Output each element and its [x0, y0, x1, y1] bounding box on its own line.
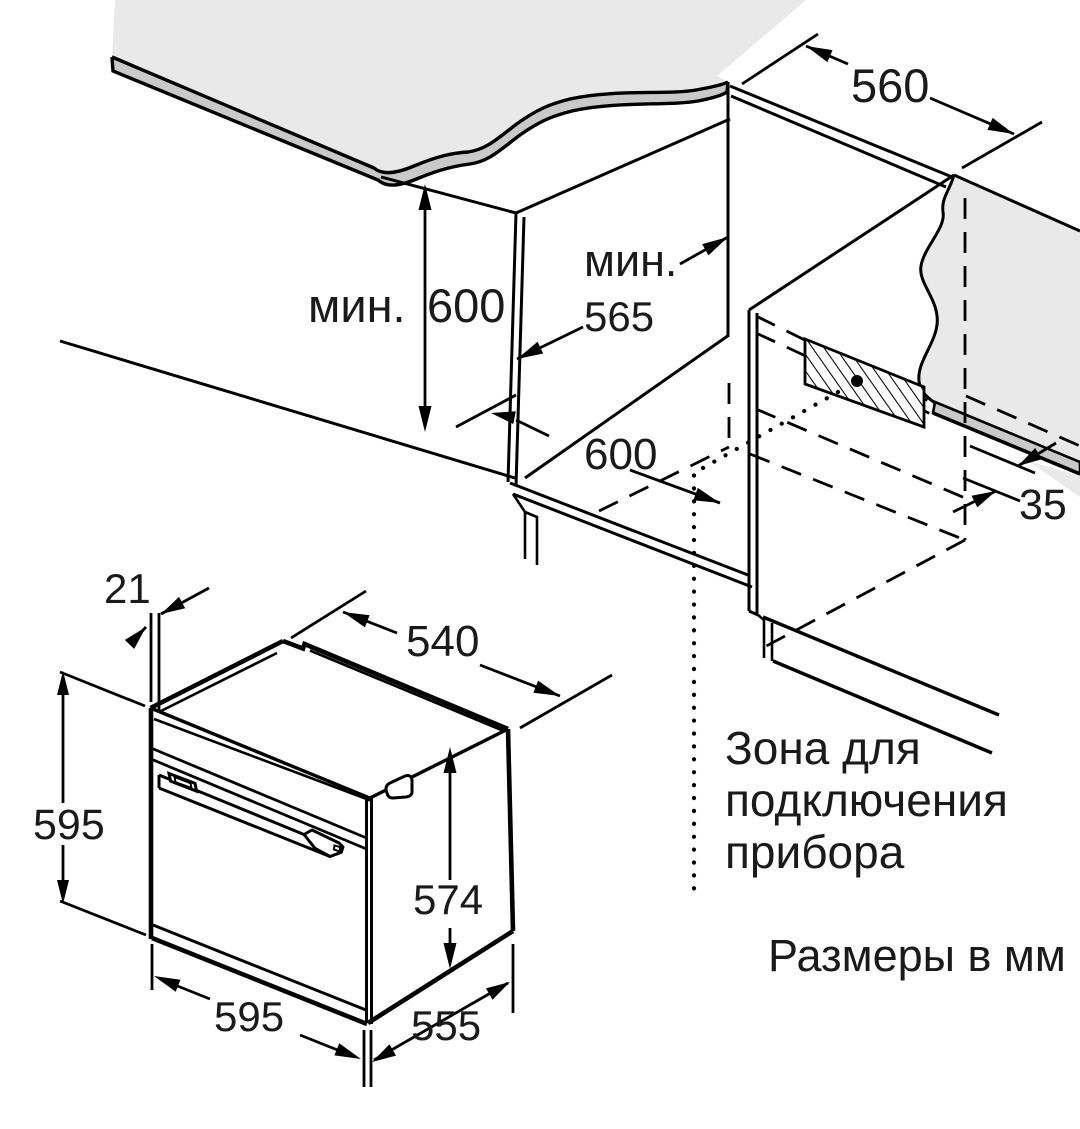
svg-text:21: 21 [104, 565, 151, 612]
svg-text:Зона для: Зона для [725, 722, 921, 774]
svg-text:мин.: мин. [308, 279, 406, 332]
svg-text:565: 565 [584, 293, 654, 340]
svg-text:600: 600 [427, 279, 505, 332]
svg-text:560: 560 [851, 59, 929, 112]
svg-text:555: 555 [411, 1002, 481, 1049]
svg-text:мин.: мин. [584, 235, 677, 286]
svg-text:подключения: подключения [725, 774, 1008, 826]
svg-text:Размеры в мм: Размеры в мм [768, 930, 1066, 981]
svg-text:595: 595 [33, 801, 105, 849]
svg-text:595: 595 [214, 993, 284, 1040]
svg-text:540: 540 [406, 617, 479, 666]
svg-text:35: 35 [1019, 481, 1067, 529]
svg-text:прибора: прибора [725, 826, 905, 878]
svg-text:574: 574 [413, 876, 483, 923]
svg-text:600: 600 [584, 430, 657, 479]
